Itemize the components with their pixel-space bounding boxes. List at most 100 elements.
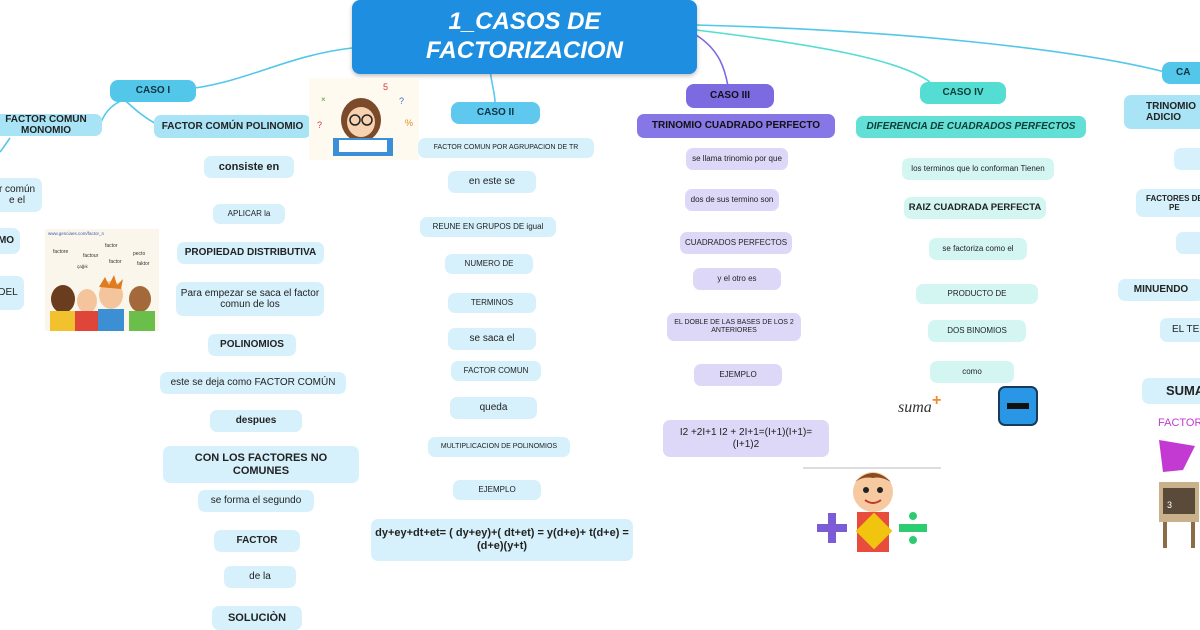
case2-item-6[interactable]: FACTOR COMUN (451, 361, 541, 381)
diferencia-cuadrados-node[interactable]: DIFERENCIA DE CUADRADOS PERFECTOS (856, 116, 1086, 138)
case4-item-0[interactable]: los terminos que lo conforman Tienen (902, 158, 1054, 180)
factor-comun-monomio-label: FACTOR COMÚN MONOMIO (5, 114, 87, 136)
children-image-word-0: factore (53, 249, 69, 255)
svg-text:%: % (405, 118, 413, 128)
studying-girl-image: 5 ? ? % × (309, 78, 419, 160)
case1-item-0[interactable]: consiste en (204, 156, 294, 178)
case-5-label: CA (1176, 67, 1191, 79)
case2-item-1[interactable]: en este se (448, 171, 536, 193)
case1-item-2[interactable]: PROPIEDAD DISTRIBUTIVA (177, 242, 324, 264)
case1-item-6-text: despues (235, 415, 277, 427)
trinomio-cuadrado-perfecto-label: TRINOMIO CUADRADO PERFECTO (651, 120, 821, 132)
case2-item-7[interactable]: queda (450, 397, 537, 419)
case1-item-3[interactable]: Para empezar se saca el factor comun de … (176, 282, 324, 316)
case3-example-text: I2 +2I+1 I2 + 2I+1=(I+1)(I+1)= (I+1)2 (679, 427, 813, 450)
case4-item-2[interactable]: se factoriza como el (929, 238, 1027, 260)
case1-item-2-text: PROPIEDAD DISTRIBUTIVA (184, 247, 317, 259)
case5-spacer-1[interactable] (1174, 148, 1200, 170)
diferencia-cuadrados-label: DIFERENCIA DE CUADRADOS PERFECTOS (866, 121, 1076, 133)
case4-item-3-text: PRODUCTO DE (947, 289, 1007, 299)
case1-item-5[interactable]: este se deja como FACTOR COMÚN (160, 372, 346, 394)
svg-text:?: ? (399, 96, 404, 106)
case4-item-4-text: DOS BINOMIOS (947, 326, 1007, 336)
case2-item-7-text: queda (479, 402, 508, 414)
case3-item-4[interactable]: EL DOBLE DE LAS BASES DE LOS 2 ANTERIORE… (667, 313, 801, 341)
children-image-word-6: çağık (77, 264, 89, 269)
case2-item-0[interactable]: FACTOR COMUN POR AGRUPACION DE TR (418, 138, 594, 158)
case2-item-8[interactable]: MULTIPLICACION DE POLINOMIOS (428, 437, 570, 457)
case3-item-5-text: EJEMPLO (719, 370, 757, 380)
case3-example[interactable]: I2 +2I+1 I2 + 2I+1=(I+1)(I+1)= (I+1)2 (663, 420, 829, 457)
case2-item-3[interactable]: NUMERO DE (445, 254, 533, 274)
case1-item-1[interactable]: APLICAR la (213, 204, 285, 224)
case1-item-7-text: CON LOS FACTORES NO COMUNES (194, 451, 328, 477)
case5-spacer-2[interactable] (1176, 232, 1200, 254)
case5-item-4[interactable]: SUMA (1142, 378, 1200, 404)
root-title-text: 1_CASOS DE FACTORIZACION (426, 8, 623, 64)
case-1-label: CASO I (135, 85, 171, 97)
case-3-node[interactable]: CASO III (686, 84, 774, 108)
factor-comun-monomio-node[interactable]: FACTOR COMÚN MONOMIO (0, 114, 102, 136)
case5-item-2[interactable]: MINUENDO (1118, 279, 1200, 301)
case5-item-1[interactable]: FACTORES DE PE (1136, 189, 1200, 217)
factor-comun-polinomio-node[interactable]: FACTOR COMÚN POLINOMIO (154, 115, 311, 138)
case1-item-6[interactable]: despues (210, 410, 302, 432)
case5-item-3-text: EL TER (1172, 324, 1200, 336)
case4-item-3[interactable]: PRODUCTO DE (916, 284, 1038, 304)
case-2-node[interactable]: CASO II (451, 102, 540, 124)
case1-item-9-text: FACTOR (236, 535, 278, 547)
case2-item-6-text: FACTOR COMUN (463, 366, 529, 376)
case-5-node[interactable]: CA (1162, 62, 1200, 84)
case1-item-10-text: de la (249, 571, 271, 583)
monomio-item-1[interactable]: r común e el (0, 178, 42, 212)
case5-item-4-text: SUMA (1166, 382, 1200, 398)
case1-item-4[interactable]: POLINOMIOS (208, 334, 296, 356)
case4-item-4[interactable]: DOS BINOMIOS (928, 320, 1026, 342)
case4-item-2-text: se factoriza como el (942, 244, 1014, 254)
case2-item-4[interactable]: TERMINOS (448, 293, 536, 313)
svg-text:5: 5 (383, 82, 388, 92)
case-4-label: CASO IV (942, 87, 984, 99)
case1-item-8-text: se forma el segundo (210, 495, 302, 507)
case3-item-1[interactable]: dos de sus termino son (685, 189, 779, 211)
case3-item-3[interactable]: y el otro es (693, 268, 781, 290)
case2-item-2[interactable]: REUNE EN GRUPOS DE igual (420, 217, 556, 237)
case1-item-11[interactable]: SOLUCIÒN (212, 606, 302, 630)
case2-item-5[interactable]: se saca el (448, 328, 536, 350)
case5-item-3[interactable]: EL TER (1160, 318, 1200, 342)
children-image-url: www.genciaes.com/factor_n (48, 231, 105, 236)
case2-example[interactable]: dy+ey+dt+et= ( dy+ey)+( dt+et) = y(d+e)+… (371, 519, 633, 561)
case5-item-0[interactable]: TRINOMIO ADICIO (1124, 95, 1200, 129)
monomio-item-3[interactable]: DEL (0, 276, 24, 310)
case-1-node[interactable]: CASO I (110, 80, 196, 102)
case3-item-0[interactable]: se llama trinomio por que (686, 148, 788, 170)
root-title[interactable]: 1_CASOS DE FACTORIZACION (352, 0, 697, 74)
case1-item-1-text: APLICAR la (227, 209, 271, 219)
case-4-node[interactable]: CASO IV (920, 82, 1006, 104)
svg-text:+: + (932, 392, 941, 409)
case-2-label: CASO II (476, 107, 515, 119)
case3-item-5[interactable]: EJEMPLO (694, 364, 782, 386)
case4-item-5[interactable]: como (930, 361, 1014, 383)
case5-item-1-text: FACTORES DE PE (1146, 193, 1200, 212)
suma-plus-image: suma + (898, 392, 941, 416)
case1-item-10[interactable]: de la (224, 566, 296, 588)
case1-item-7[interactable]: CON LOS FACTORES NO COMUNES (163, 446, 359, 483)
case4-item-0-text: los terminos que lo conforman Tienen (911, 164, 1045, 174)
case2-item-3-text: NUMERO DE (464, 259, 514, 269)
case4-item-1[interactable]: RAIZ CUADRADA PERFECTA (904, 197, 1046, 219)
trinomio-cuadrado-perfecto-node[interactable]: TRINOMIO CUADRADO PERFECTO (637, 114, 835, 138)
case2-item-9-text: EJEMPLO (478, 485, 516, 495)
monomio-item-2-text: MO (0, 235, 15, 247)
case2-item-9[interactable]: EJEMPLO (453, 480, 541, 500)
case1-item-5-text: este se deja como FACTOR COMÚN (170, 377, 336, 389)
monomio-item-2[interactable]: MO (0, 228, 20, 254)
case4-item-5-text: como (962, 367, 982, 377)
suma-image-text: suma (898, 399, 932, 416)
case2-example-text: dy+ey+dt+et= ( dy+ey)+( dt+et) = y(d+e)+… (375, 527, 629, 552)
case1-item-8[interactable]: se forma el segundo (198, 490, 314, 512)
case3-item-3-text: y el otro es (717, 274, 757, 284)
case1-item-9[interactable]: FACTOR (214, 530, 300, 552)
case-3-label: CASO III (709, 90, 750, 102)
case3-item-2[interactable]: CUADRADOS PERFECTOS (680, 232, 792, 254)
